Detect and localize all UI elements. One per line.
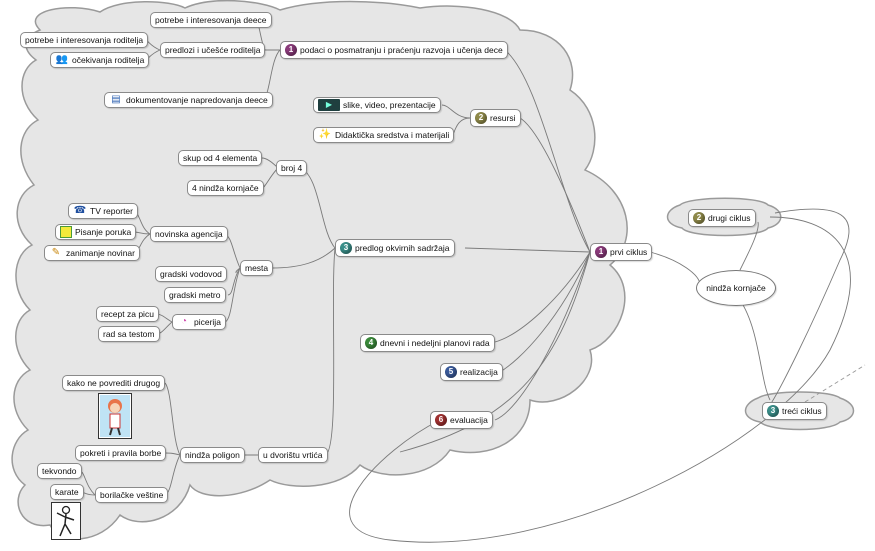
node-recept[interactable]: recept za picu: [96, 306, 159, 322]
magic-wand-icon: ✨: [318, 129, 332, 140]
karate-figure-image-icon: [51, 502, 81, 540]
second-cycle-label: drugi ciklus: [708, 213, 751, 223]
second-cycle-node[interactable]: 2 drugi ciklus: [688, 209, 756, 227]
branch-predlog-label: predlog okvirnih sadržaja: [355, 243, 450, 253]
branch-evaluacija-label: evaluacija: [450, 415, 488, 425]
node-povrediti[interactable]: kako ne povrediti drugog: [62, 375, 166, 391]
node-test[interactable]: rad sa testom: [98, 326, 160, 342]
node-label: predlozi i učešće roditelja: [165, 45, 261, 55]
number-badge-icon: 2: [475, 112, 487, 124]
node-label: recept za picu: [101, 309, 154, 319]
node-label: nindža poligon: [185, 450, 240, 460]
node-karate[interactable]: karate: [50, 484, 84, 500]
third-cycle-label: treći ciklus: [782, 406, 822, 416]
node-label: TV reporter: [90, 206, 133, 216]
number-badge-icon: 4: [365, 337, 377, 349]
node-label: tekvondo: [42, 466, 77, 476]
branch-planovi-label: dnevni i nedeljni planovi rada: [380, 338, 490, 348]
node-label: 4 nindža kornjače: [192, 183, 259, 193]
branch-podaci[interactable]: 1 podaci o posmatranju i praćenju razvoj…: [280, 41, 508, 59]
number-badge-icon: 6: [435, 414, 447, 426]
node-poligon[interactable]: nindža poligon: [180, 447, 245, 463]
phone-icon: ☎: [73, 205, 87, 216]
node-label: zanimanje novinar: [66, 248, 135, 258]
branch-predlog[interactable]: 3 predlog okvirnih sadržaja: [335, 239, 455, 257]
node-pokreti[interactable]: pokreti i pravila borbe: [75, 445, 167, 461]
node-interesovanja-roditelja[interactable]: potrebe i interesovanja roditelja: [20, 32, 149, 48]
node-dokumentovanje[interactable]: ▤ dokumentovanje napredovanja deece: [104, 92, 273, 108]
branch-evaluacija[interactable]: 6 evaluacija: [430, 411, 493, 429]
node-label: Pisanje poruka: [75, 227, 132, 237]
node-tv[interactable]: ☎ TV reporter: [68, 203, 138, 219]
pie-icon: ◔: [180, 316, 188, 327]
ninja-girl-image-icon: [98, 393, 132, 439]
node-novinska[interactable]: novinska agencija: [150, 226, 228, 242]
cloud-first-cycle: [11, 0, 628, 540]
node-label: potrebe i interesovanja roditelja: [25, 35, 144, 45]
node-label: očekivanja roditelja: [72, 55, 145, 65]
node-broj4[interactable]: broj 4: [276, 160, 308, 176]
node-mesta[interactable]: mesta: [240, 260, 274, 276]
branch-resursi-label: resursi: [490, 113, 516, 123]
people-icon: 👥: [55, 54, 69, 65]
center-label: nindža kornjače: [706, 283, 766, 293]
node-skup[interactable]: skup od 4 elementa: [178, 150, 263, 166]
node-label: novinska agencija: [155, 229, 223, 239]
third-cycle-node[interactable]: 3 treći ciklus: [762, 402, 827, 420]
sticky-note-icon: [60, 226, 72, 238]
branch-podaci-label: podaci o posmatranju i praćenju razvoja …: [300, 45, 503, 55]
first-cycle-node[interactable]: 1 prvi ciklus: [590, 243, 653, 261]
node-label: mesta: [245, 263, 269, 273]
number-badge-icon: 2: [693, 212, 705, 224]
node-label: u dvorištu vrtića: [263, 450, 323, 460]
node-label: pokreti i pravila borbe: [80, 448, 162, 458]
number-badge-icon: 1: [595, 246, 607, 258]
node-tekvondo[interactable]: tekvondo: [37, 463, 82, 479]
number-badge-icon: 3: [767, 405, 779, 417]
branch-realizacija[interactable]: 5 realizacija: [440, 363, 503, 381]
node-zanimanje[interactable]: ✎ zanimanje novinar: [44, 245, 140, 261]
first-cycle-label: prvi ciklus: [610, 247, 648, 257]
node-vodovod[interactable]: gradski vodovod: [155, 266, 227, 282]
node-label: broj 4: [281, 163, 303, 173]
branch-planovi[interactable]: 4 dnevni i nedeljni planovi rada: [360, 334, 495, 352]
node-predlozi[interactable]: predlozi i učešće roditelja: [160, 42, 266, 58]
node-label: karate: [55, 487, 79, 497]
node-label: borilačke veštine: [100, 490, 164, 500]
node-label: gradski vodovod: [160, 269, 222, 279]
node-metro[interactable]: gradski metro: [164, 287, 226, 303]
node-label: kako ne povrediti drugog: [67, 378, 161, 388]
center-node[interactable]: nindža kornjače: [696, 270, 776, 306]
node-label: gradski metro: [169, 290, 221, 300]
node-ocekivanja[interactable]: 👥 očekivanja roditelja: [50, 52, 150, 68]
node-borilacke[interactable]: borilačke veštine: [95, 487, 169, 503]
node-slike[interactable]: ▶ slike, video, prezentacije: [313, 97, 441, 113]
document-icon: ▤: [111, 94, 121, 105]
node-label: potrebe i interesovanja deece: [155, 15, 267, 25]
node-interesovanja-dece[interactable]: potrebe i interesovanja deece: [150, 12, 272, 28]
node-label: skup od 4 elementa: [183, 153, 258, 163]
number-badge-icon: 1: [285, 44, 297, 56]
film-icon: ▶: [318, 99, 340, 111]
node-picerija[interactable]: ◔ picerija: [172, 314, 226, 330]
node-label: dokumentovanje napredovanja deece: [126, 95, 268, 105]
node-dvoristu[interactable]: u dvorištu vrtića: [258, 447, 328, 463]
pencil-icon: ✎: [51, 247, 61, 258]
node-pisanje[interactable]: Pisanje poruka: [55, 224, 137, 240]
node-label: picerija: [194, 317, 221, 327]
node-label: rad sa testom: [103, 329, 155, 339]
branch-realizacija-label: realizacija: [460, 367, 498, 377]
node-label: Didaktička sredstva i materijali: [335, 130, 450, 140]
number-badge-icon: 3: [340, 242, 352, 254]
node-kornjace4[interactable]: 4 nindža kornjače: [187, 180, 264, 196]
branch-resursi[interactable]: 2 resursi: [470, 109, 521, 127]
number-badge-icon: 5: [445, 366, 457, 378]
node-label: slike, video, prezentacije: [343, 100, 436, 110]
node-didakticka[interactable]: ✨ Didaktička sredstva i materijali: [313, 127, 455, 143]
